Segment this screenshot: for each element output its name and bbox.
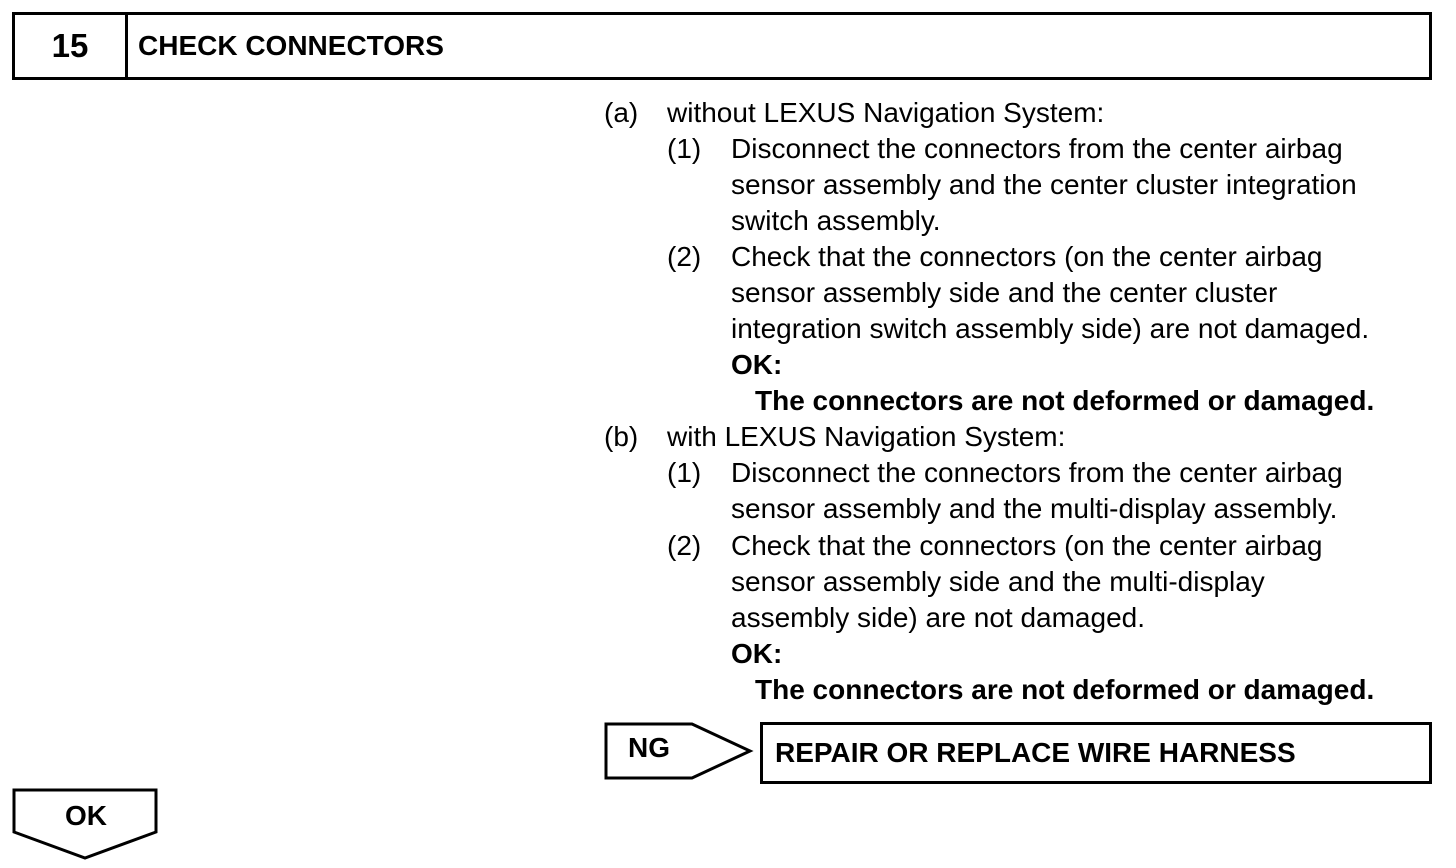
step-a1-line-1: Disconnect the connectors from the cente… — [731, 133, 1343, 164]
step-title: CHECK CONNECTORS — [138, 30, 444, 61]
ng-label: NG — [628, 732, 670, 763]
step-b1-marker: (1) — [667, 457, 702, 488]
step-number: 15 — [15, 15, 128, 77]
arrow-right-icon — [604, 722, 754, 780]
step-b2-marker: (2) — [667, 530, 702, 561]
step-a1-line-3: switch assembly. — [731, 205, 941, 236]
step-a2-ok-text: The connectors are not deformed or damag… — [755, 385, 1375, 416]
step-a1-line-2: sensor assembly and the center cluster i… — [731, 169, 1357, 200]
step-a2-ok-label: OK: — [731, 349, 783, 380]
ng-result-text: REPAIR OR REPLACE WIRE HARNESS — [775, 737, 1296, 768]
step-b2-line-1: Check that the connectors (on the center… — [731, 530, 1323, 561]
step-a2-line-2: sensor assembly side and the center clus… — [731, 277, 1278, 308]
step-a2-marker: (2) — [667, 241, 702, 272]
step-a2-line-1: Check that the connectors (on the center… — [731, 241, 1323, 272]
ok-label: OK — [65, 800, 107, 831]
step-a-text: without LEXUS Navigation System: — [667, 97, 1105, 128]
step-b1-line-2: sensor assembly and the multi-display as… — [731, 493, 1338, 524]
arrow-down-icon — [12, 788, 158, 860]
ng-result-box: REPAIR OR REPLACE WIRE HARNESS — [760, 722, 1432, 784]
step-b2-line-2: sensor assembly side and the multi-displ… — [731, 566, 1265, 597]
step-b2-ok-text: The connectors are not deformed or damag… — [755, 674, 1375, 705]
step-b2-line-3: assembly side) are not damaged. — [731, 602, 1145, 633]
step-header: 15 CHECK CONNECTORS — [12, 12, 1432, 80]
ok-arrow: OK — [12, 788, 160, 862]
step-b1-line-1: Disconnect the connectors from the cente… — [731, 457, 1343, 488]
step-a-marker: (a) — [604, 97, 639, 128]
step-b2-ok-label: OK: — [731, 638, 783, 669]
step-a2-line-3: integration switch assembly side) are no… — [731, 313, 1370, 344]
ng-arrow: NG — [604, 722, 754, 780]
step-b-text: with LEXUS Navigation System: — [667, 421, 1066, 452]
step-a1-marker: (1) — [667, 133, 702, 164]
step-b-marker: (b) — [604, 421, 639, 452]
